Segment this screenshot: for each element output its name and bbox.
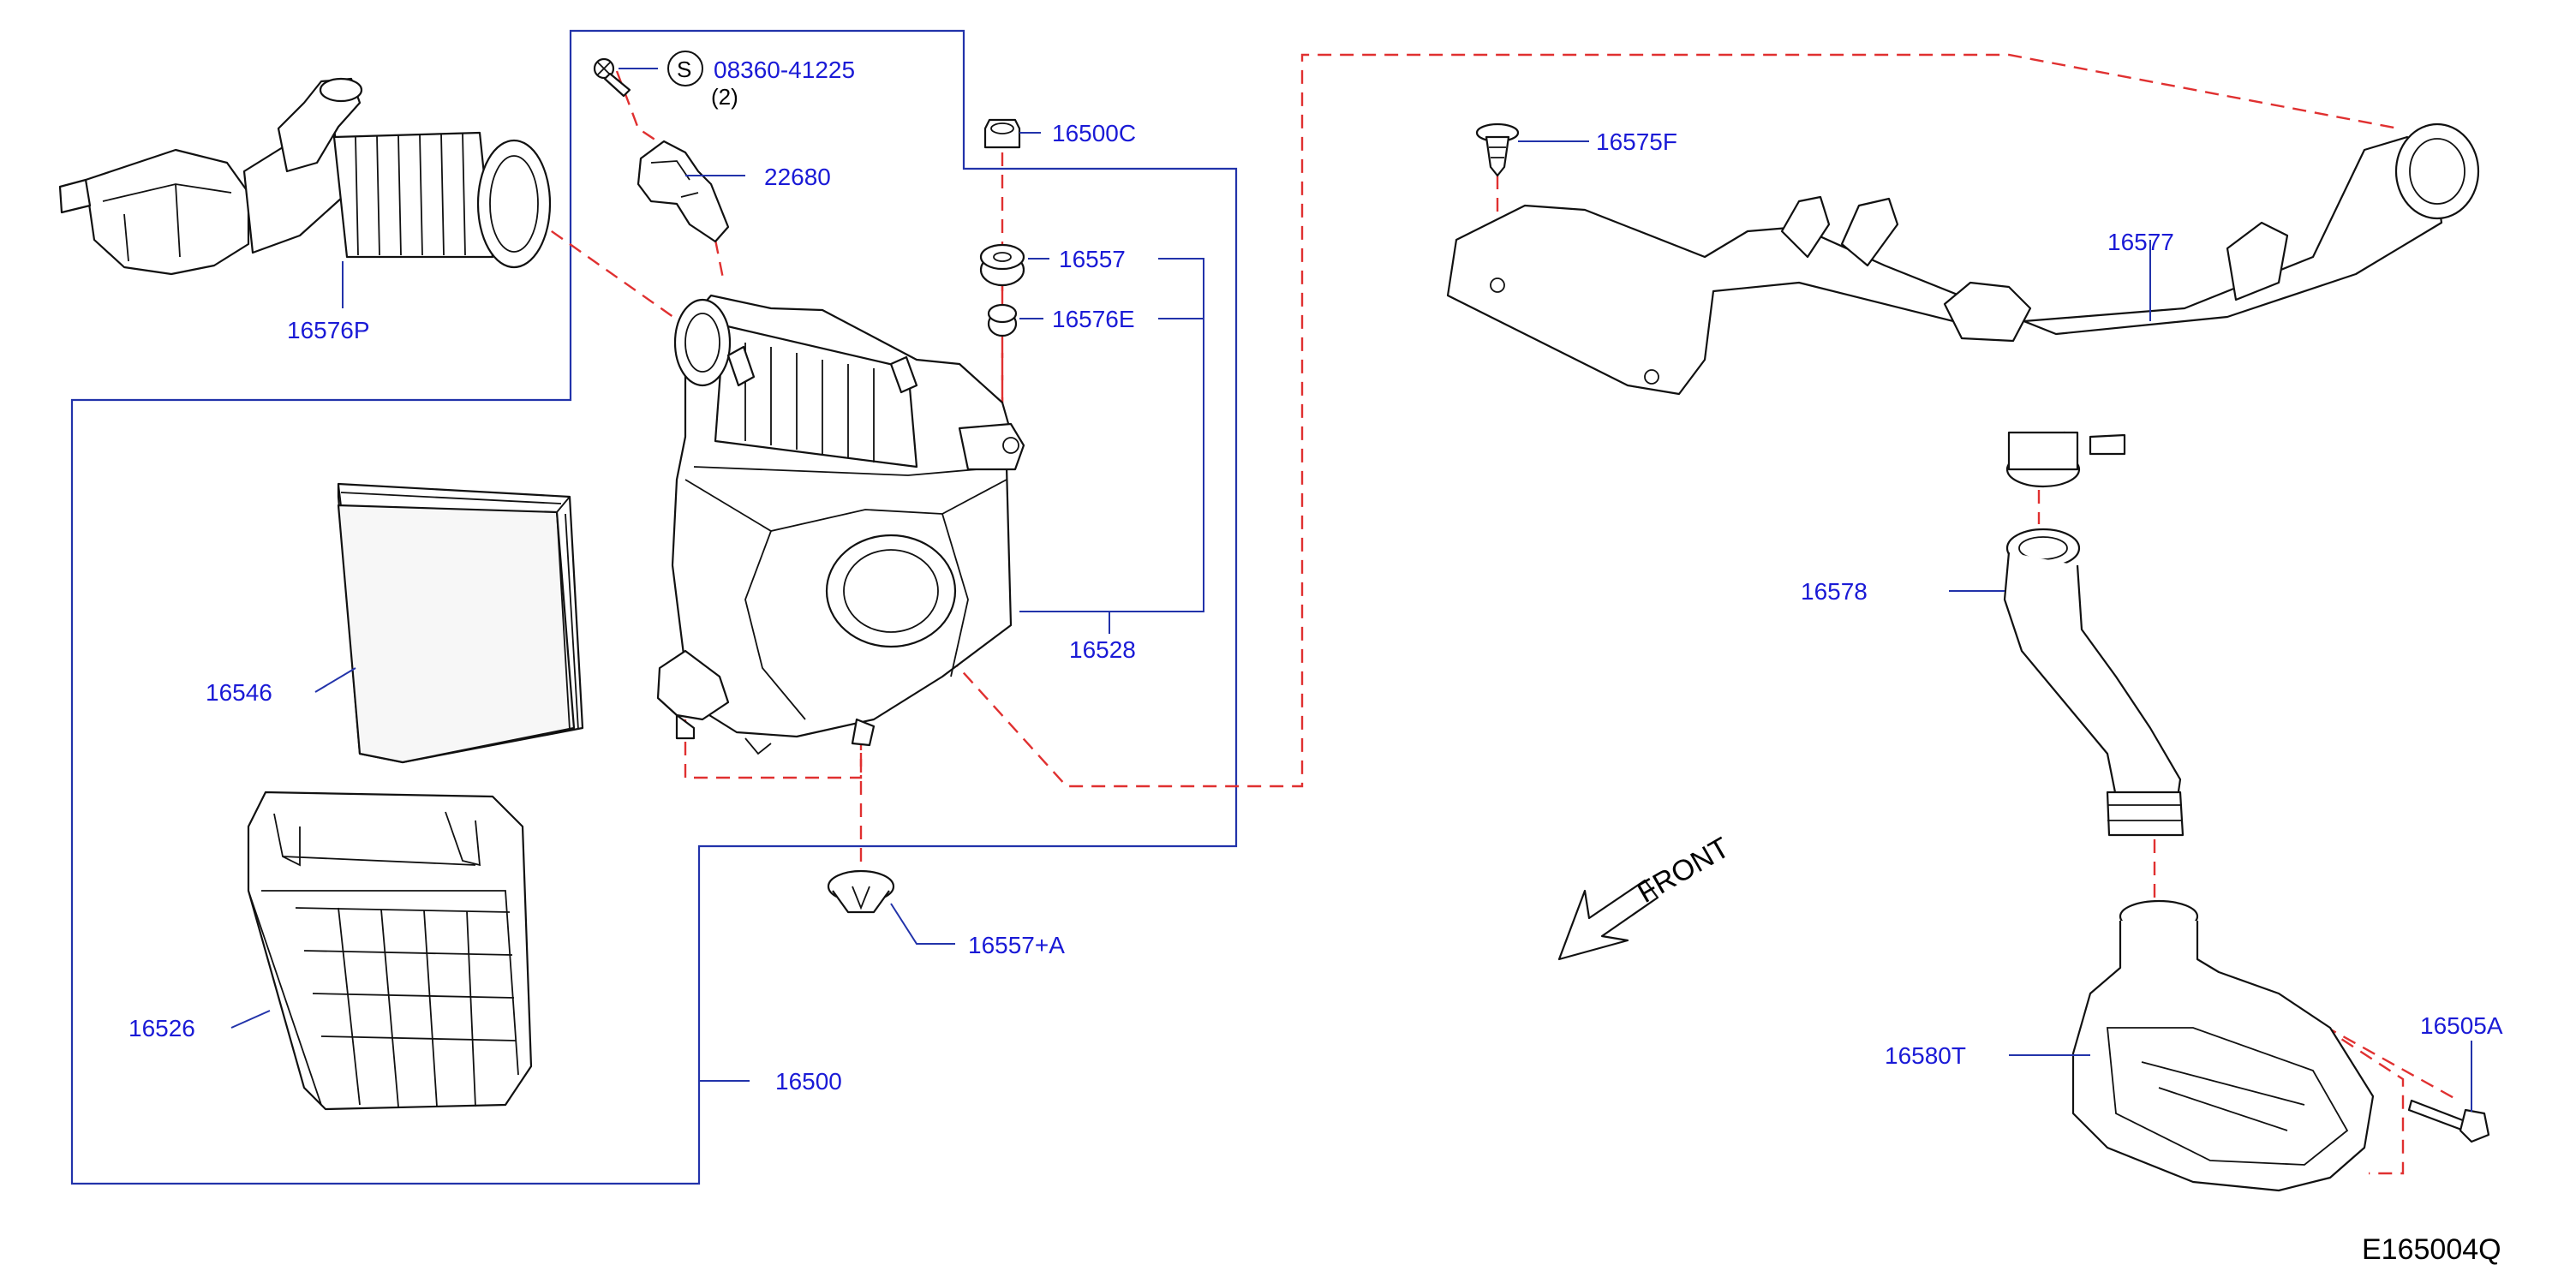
bolt-16505A[interactable] — [2407, 1099, 2490, 1143]
collar-16576E[interactable] — [987, 303, 1018, 337]
air-cleaner-case-16528[interactable] — [656, 294, 1025, 755]
label-08360-41225[interactable]: 08360-41225 — [714, 57, 855, 83]
label-16576E[interactable]: 16576E — [1052, 306, 1135, 332]
label-16580T[interactable]: 16580T — [1885, 1042, 1966, 1069]
label-22680[interactable]: 22680 — [764, 164, 831, 190]
label-16500C[interactable]: 16500C — [1052, 120, 1136, 146]
mass-air-flow-sensor-22680[interactable] — [637, 140, 730, 243]
grommet-16557A[interactable] — [827, 869, 895, 914]
front-label: FRONT — [1632, 831, 1735, 909]
filter-element-16546[interactable] — [337, 482, 584, 764]
label-16557A[interactable]: 16557+A — [968, 932, 1065, 958]
resonator-16580T[interactable] — [2071, 899, 2375, 1192]
label-16557[interactable]: 16557 — [1059, 246, 1126, 272]
screw-08360[interactable] — [593, 57, 631, 98]
hose-16578[interactable] — [2003, 528, 2185, 837]
screw-symbol-circle — [667, 51, 703, 87]
part-labels: 16576P S 08360-41225 (2) 22680 16500C 16… — [129, 51, 2503, 1266]
air-duct-16576P[interactable] — [58, 77, 552, 276]
front-arrow-icon — [1557, 879, 1659, 961]
label-16526[interactable]: 16526 — [129, 1015, 195, 1041]
inlet-duct-16577[interactable] — [1446, 122, 2480, 488]
front-direction: FRONT — [1557, 831, 1735, 961]
label-16578[interactable]: 16578 — [1801, 578, 1868, 605]
label-16500[interactable]: 16500 — [775, 1068, 842, 1095]
grommet-16557[interactable] — [979, 243, 1025, 287]
diagram-code: E165004Q — [2362, 1233, 2501, 1266]
bracket-16528 — [1019, 258, 1204, 634]
leader-lines — [230, 68, 2472, 1112]
label-16546[interactable]: 16546 — [206, 679, 272, 706]
label-08360-qty: (2) — [711, 84, 738, 110]
screw-symbol: S — [677, 57, 691, 82]
label-16505A[interactable]: 16505A — [2420, 1012, 2503, 1039]
label-16577[interactable]: 16577 — [2107, 229, 2174, 255]
assembly-frame — [70, 29, 1238, 1185]
grommet-16500C[interactable] — [983, 118, 1021, 149]
label-16528[interactable]: 16528 — [1069, 636, 1136, 663]
filter-frame-16526[interactable] — [247, 791, 533, 1111]
label-16575F[interactable]: 16575F — [1596, 128, 1677, 155]
clip-16575F[interactable] — [1475, 122, 1520, 177]
label-16576P[interactable]: 16576P — [287, 317, 370, 343]
